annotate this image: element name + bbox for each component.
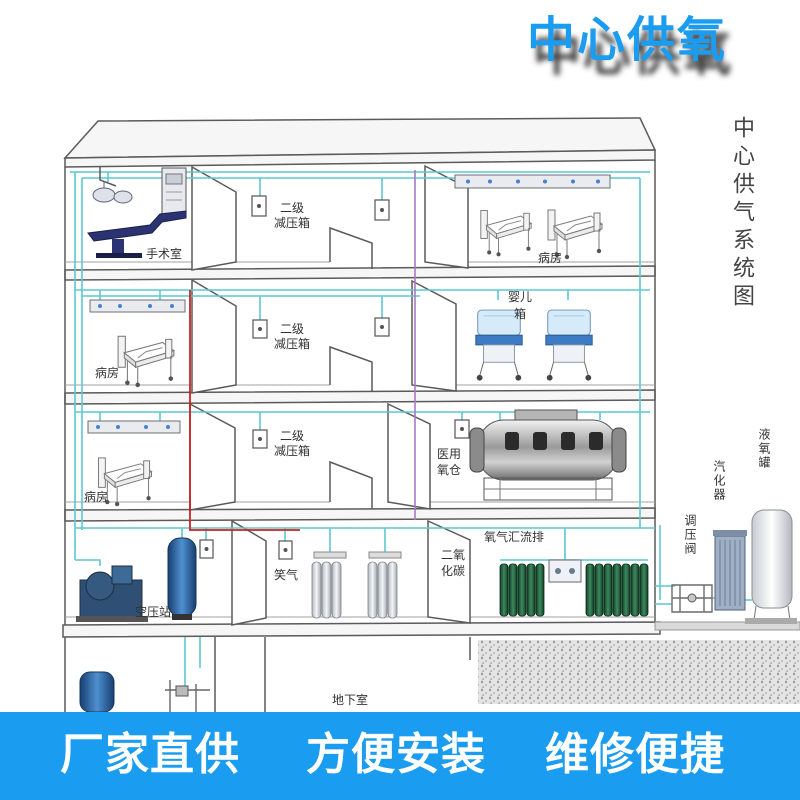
partition-wall — [329, 345, 373, 392]
reducer-box — [252, 429, 268, 449]
oxygen-cylinder-bank — [499, 559, 649, 617]
basement-valves — [165, 680, 210, 712]
partition-wall — [191, 278, 237, 394]
basement-tank — [79, 671, 115, 712]
label-line: 二级 — [279, 201, 304, 215]
air-compressor — [76, 565, 148, 622]
label-carbon-dioxide: 二氧 化碳 — [440, 547, 466, 579]
gas-outlet-panel — [278, 540, 293, 560]
label-reducer-box: 二级 减压箱 — [270, 429, 314, 459]
partition-wall — [424, 164, 469, 269]
label-reducer-box: 二级 减压箱 — [270, 201, 314, 231]
label-line: 二级 — [279, 322, 304, 336]
surgical-lamp — [92, 167, 133, 204]
label-line: 减压箱 — [273, 216, 310, 230]
label-line: 二氧 — [440, 548, 465, 562]
floor-back-edges — [65, 261, 655, 618]
label-reducer-box: 二级 减压箱 — [270, 322, 314, 352]
label-line: 化碳 — [440, 564, 465, 578]
operating-table — [87, 210, 187, 258]
partition-wall — [411, 279, 457, 392]
label-line: 减压箱 — [273, 444, 310, 458]
building-structure — [62, 117, 800, 712]
banner-slogan-direct-supply: 厂家直供 — [60, 729, 240, 780]
liquid-oxygen-tank — [745, 509, 797, 624]
banner-slogan-easy-repair: 维修便捷 — [545, 729, 725, 780]
partition-wall — [387, 402, 431, 510]
hospital-bed — [480, 209, 532, 257]
partition-wall — [329, 460, 373, 509]
label-ward: 病房 — [538, 251, 563, 265]
floor-slab-lower — [64, 507, 656, 522]
ground-slab — [62, 621, 661, 638]
reducer-box — [252, 319, 268, 339]
partition-wall — [427, 519, 471, 624]
bedhead-unit — [454, 174, 611, 189]
label-oxygen-chamber: 医用 氧仓 — [436, 446, 462, 478]
hyperbaric-chamber — [469, 409, 627, 501]
oxygen-system-diagram — [62, 117, 800, 712]
partition-wall — [189, 402, 236, 511]
promo-banner: 厂家直供 方便安装 维修便捷 — [0, 712, 800, 800]
basement-walls — [64, 637, 471, 712]
label-operating-room: 手术室 — [146, 247, 183, 261]
gas-outlet-panel — [454, 419, 470, 439]
label-pressure-regulator: 调压阀 — [683, 514, 697, 556]
bedhead-unit — [87, 420, 181, 434]
anesthesia-tower — [161, 167, 187, 217]
reducer-box — [251, 195, 267, 217]
banner-slogan-easy-install: 方便安装 — [306, 729, 486, 780]
infant-incubator — [545, 309, 593, 382]
diagram-title: 中心供气系统图 — [729, 116, 754, 312]
label-line: 氧仓 — [436, 463, 461, 477]
partition-wall — [231, 519, 267, 626]
hospital-bed — [117, 335, 175, 388]
label-vaporizer: 汽化器 — [712, 460, 726, 502]
outdoor-ground — [654, 621, 800, 631]
label-air-compressor-station: 空压站 — [135, 605, 172, 619]
label-liquid-oxygen-tank: 液氧罐 — [757, 428, 771, 470]
manifold-control-panel — [548, 559, 582, 583]
label-incubator: 婴儿 箱 — [506, 289, 534, 323]
vacuum-line — [189, 290, 300, 531]
vaporizer-unit — [713, 530, 747, 611]
ground-soil — [478, 640, 800, 704]
label-basement: 地下室 — [332, 693, 369, 707]
bedhead-unit — [89, 299, 186, 313]
floor-slab-middle — [64, 389, 656, 405]
label-ward: 病房 — [95, 366, 120, 380]
label-nitrous-oxide: 笑气 — [274, 568, 299, 582]
partition-wall — [329, 226, 373, 269]
gas-outlet-panel — [374, 199, 390, 221]
floor-slab-upper — [64, 265, 656, 281]
air-receiver-tank — [167, 537, 197, 620]
label-line: 箱 — [513, 307, 526, 321]
label-ward: 病房 — [84, 490, 109, 504]
gas-outlet-panel — [199, 539, 214, 559]
nitrous-oxide-cylinders — [311, 551, 402, 619]
partition-wall — [191, 165, 237, 271]
label-line: 减压箱 — [273, 337, 310, 351]
pipe-network — [70, 170, 752, 690]
label-line: 婴儿 — [507, 290, 532, 304]
label-oxygen-manifold: 氧气汇流排 — [484, 530, 545, 544]
gas-outlet-panel — [374, 317, 390, 337]
label-line: 医用 — [436, 447, 461, 461]
pressure-regulator-assembly — [671, 584, 713, 613]
page-title: 中心供氧 — [527, 12, 728, 68]
label-line: 二级 — [279, 429, 304, 443]
